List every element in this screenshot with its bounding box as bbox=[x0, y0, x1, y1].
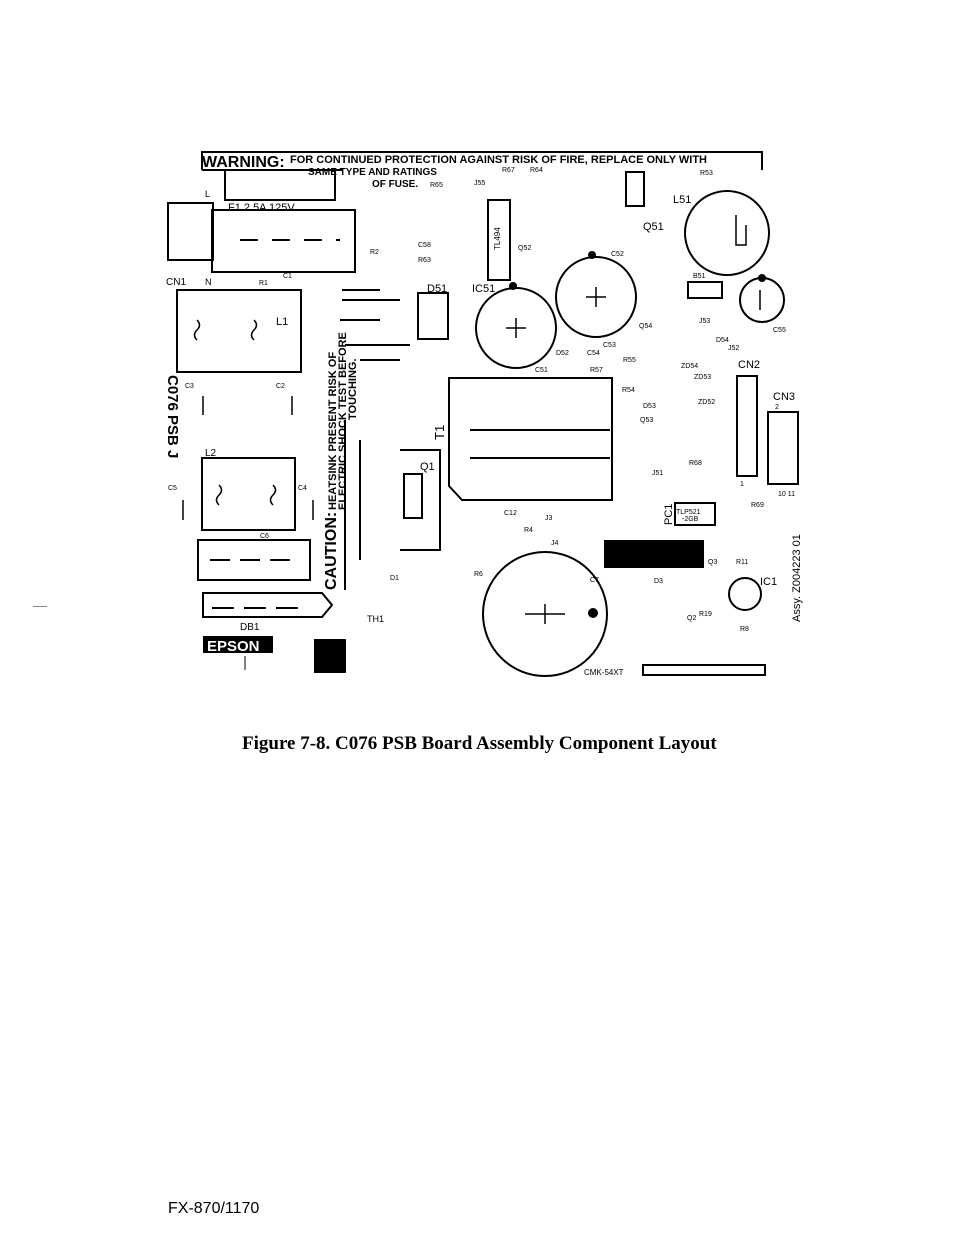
label-r6: R6 bbox=[474, 571, 483, 578]
epson-logo-bg bbox=[203, 636, 273, 653]
caution-line1: HEATSINK PRESENT RISK OF bbox=[327, 352, 339, 510]
label-c5: C5 bbox=[168, 485, 177, 492]
part-code: CMK-54XT bbox=[584, 668, 624, 677]
pc1-part-line2: -2GB bbox=[682, 516, 699, 523]
warning-line3: OF FUSE. bbox=[372, 179, 418, 190]
label-r63: R63 bbox=[418, 257, 431, 264]
label-c1: C1 bbox=[283, 273, 292, 280]
label-zd54: ZD54 bbox=[681, 363, 698, 370]
warning-line2: SAME TYPE AND RATINGS bbox=[308, 167, 437, 178]
label-q2: Q2 bbox=[687, 615, 696, 622]
label-j55: J55 bbox=[474, 180, 485, 187]
label-cn3-pins: 10 11 bbox=[778, 491, 795, 498]
figure-caption: Figure 7-8. C076 PSB Board Assembly Comp… bbox=[242, 733, 717, 754]
assy-label: Assy. Z004223 01 bbox=[791, 534, 803, 622]
label-ic51: IC51 bbox=[472, 283, 495, 295]
label-q54: Q54 bbox=[639, 323, 652, 330]
label-zd53: ZD53 bbox=[694, 374, 711, 381]
connector-cn3: CN3 bbox=[773, 391, 795, 403]
label-j52: J52 bbox=[728, 345, 739, 352]
label-b51: B51 bbox=[693, 273, 706, 280]
label-l1: L1 bbox=[276, 316, 288, 328]
label-r53: R53 bbox=[700, 170, 713, 177]
label-r54: R54 bbox=[622, 387, 635, 394]
label-cn3-pin2: 2 bbox=[775, 404, 779, 411]
label-q53: Q53 bbox=[640, 417, 653, 424]
label-r2: R2 bbox=[370, 249, 379, 256]
label-c51: C51 bbox=[535, 367, 548, 374]
margin-mark bbox=[33, 606, 47, 607]
label-th1: TH1 bbox=[367, 614, 384, 624]
label-r65: R65 bbox=[430, 182, 443, 189]
label-c52: C52 bbox=[611, 251, 624, 258]
caution-line3: TOUCHING. bbox=[347, 358, 359, 420]
label-q52: Q52 bbox=[518, 245, 531, 252]
label-c7: C7 bbox=[590, 577, 599, 584]
pcb-layout-diagram: WARNING: FOR CONTINUED PROTECTION AGAINS… bbox=[164, 151, 803, 677]
screw-pad bbox=[314, 639, 346, 673]
label-c54: C54 bbox=[587, 350, 600, 357]
label-d52: D52 bbox=[556, 350, 569, 357]
label-r11: R11 bbox=[736, 559, 748, 566]
label-r8: R8 bbox=[740, 626, 749, 633]
warning-line1: FOR CONTINUED PROTECTION AGAINST RISK OF… bbox=[290, 154, 707, 166]
label-cn2-pin1: 1 bbox=[740, 481, 744, 488]
label-q3: Q3 bbox=[708, 559, 717, 566]
connector-cn2: CN2 bbox=[738, 359, 760, 371]
label-j51: J51 bbox=[652, 470, 663, 477]
label-c55: C55 bbox=[773, 327, 786, 334]
label-l51: L51 bbox=[673, 194, 691, 206]
label-r1: R1 bbox=[259, 280, 268, 287]
caution-line2: ELECTRIC SHOCK TEST BEFORE bbox=[337, 332, 349, 510]
label-d3: D3 bbox=[654, 578, 663, 585]
ic51-part: TL494 bbox=[493, 227, 502, 250]
connector-cn1: CN1 bbox=[166, 277, 186, 288]
label-c4: C4 bbox=[298, 485, 307, 492]
label-d1: D1 bbox=[390, 575, 399, 582]
label-r4: R4 bbox=[524, 527, 533, 534]
label-r69: R69 bbox=[751, 502, 764, 509]
label-q51: Q51 bbox=[643, 221, 664, 233]
brand-logo: EPSON bbox=[207, 638, 260, 655]
label-r68: R68 bbox=[689, 460, 702, 467]
label-j53: J53 bbox=[699, 318, 710, 325]
label-l2: L2 bbox=[205, 448, 217, 459]
label-c6: C6 bbox=[260, 533, 269, 540]
board-label: C076 PSB J bbox=[164, 375, 181, 458]
label-j4: J4 bbox=[551, 540, 559, 547]
label-r19: R19 bbox=[699, 611, 712, 618]
label-q1: Q1 bbox=[420, 461, 435, 473]
label-r64: R64 bbox=[530, 167, 543, 174]
page-footer: FX-870/1170 bbox=[168, 1200, 260, 1217]
label-t1: T1 bbox=[432, 425, 447, 440]
label-j3: J3 bbox=[545, 515, 553, 522]
warning-title: WARNING: bbox=[202, 154, 285, 171]
label-d51: D51 bbox=[427, 283, 447, 295]
label-d53: D53 bbox=[643, 403, 656, 410]
label-db1: DB1 bbox=[240, 622, 260, 633]
label-l: L bbox=[205, 189, 210, 199]
caution-title: CAUTION: bbox=[323, 512, 340, 590]
fuse-rating: F1 2.5A 125V bbox=[228, 202, 295, 214]
label-n: N bbox=[205, 277, 212, 287]
label-c53: C53 bbox=[603, 342, 616, 349]
label-r55: R55 bbox=[623, 357, 636, 364]
pc1-part-line1: TLP521 bbox=[676, 509, 701, 516]
label-r67: R67 bbox=[502, 167, 515, 174]
label-c2: C2 bbox=[276, 383, 285, 390]
label-c9-ic1: IC1 bbox=[760, 576, 777, 588]
label-d54: D54 bbox=[716, 337, 729, 344]
label-c3: C3 bbox=[185, 383, 194, 390]
label-zd52: ZD52 bbox=[698, 399, 715, 406]
connector-pc1: PC1 bbox=[663, 504, 675, 525]
label-c12: C12 bbox=[504, 510, 517, 517]
label-c58: C58 bbox=[418, 242, 431, 249]
heatsink-block bbox=[604, 540, 704, 568]
label-r57: R57 bbox=[590, 367, 603, 374]
